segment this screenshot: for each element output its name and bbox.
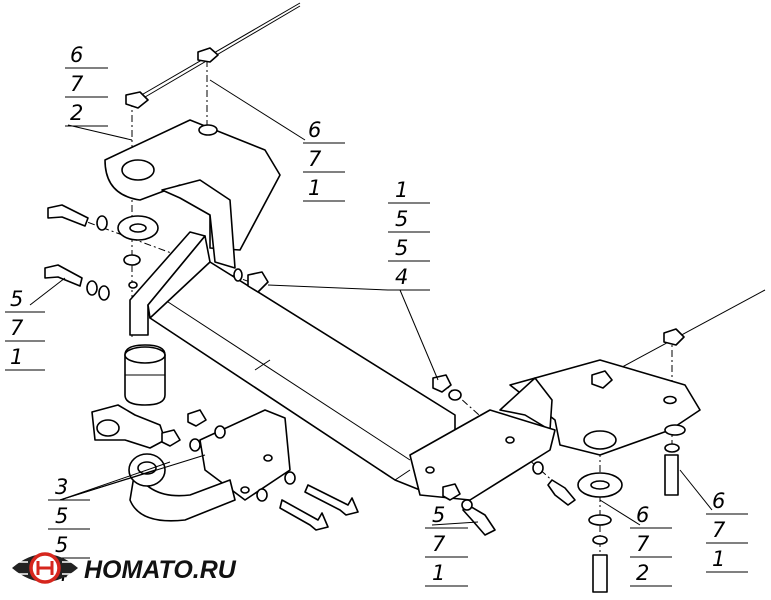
left-mounting-bracket (104, 119, 281, 269)
ball-cover (124, 344, 166, 406)
socket-plate (91, 404, 166, 449)
callout-label: 1 (432, 561, 445, 585)
callout-label: 7 (432, 532, 446, 556)
callout-label: 5 (10, 287, 23, 311)
homato-logo[interactable]: HOMATO.RU (12, 552, 237, 584)
callout-bottom-right-inner: 6 7 2 (630, 503, 672, 587)
callout-label: 7 (712, 518, 726, 542)
callout-label: 1 (395, 178, 408, 202)
right-mounting-bracket (499, 359, 701, 456)
callout-label: 1 (10, 345, 23, 369)
callout-bottom-center: 5 7 1 (425, 503, 468, 587)
callout-label: 4 (395, 265, 408, 289)
callout-label: 5 (395, 207, 408, 231)
callout-label: 2 (70, 101, 83, 125)
right-flat-plate (409, 409, 556, 501)
callout-label: 6 (70, 43, 83, 67)
callout-label: 5 (395, 236, 408, 260)
callout-label: 1 (712, 547, 725, 571)
callout-label: 5 (55, 504, 68, 528)
callout-label: 7 (70, 72, 84, 96)
left-cable (137, 2, 301, 101)
callout-label: 6 (308, 118, 321, 142)
callout-top-left: 6 7 2 (65, 43, 108, 127)
callout-top-center: 6 7 1 (303, 118, 345, 202)
callout-left: 5 7 1 (5, 287, 45, 371)
cross-beam (144, 261, 456, 491)
logo-emblem-icon (12, 552, 78, 584)
leader-lines (29, 79, 713, 526)
callout-middle: 1 5 5 4 (388, 178, 430, 291)
logo-text: HOMATO.RU (84, 556, 237, 584)
callout-label: 6 (636, 503, 649, 527)
callout-label: 7 (308, 147, 322, 171)
bolts (44, 204, 679, 593)
left-upright-plate (129, 231, 211, 336)
callout-label: 5 (55, 533, 68, 557)
callout-label: 6 (712, 489, 725, 513)
callout-label: 7 (10, 316, 24, 340)
callout-label: 1 (308, 176, 321, 200)
callout-bottom-right-outer: 6 7 1 (706, 489, 748, 573)
callout-label: 5 (432, 503, 445, 527)
callout-label: 3 (55, 475, 68, 499)
washers-and-nuts (86, 47, 686, 545)
callout-label: 7 (636, 532, 650, 556)
callout-label: 2 (636, 561, 649, 585)
